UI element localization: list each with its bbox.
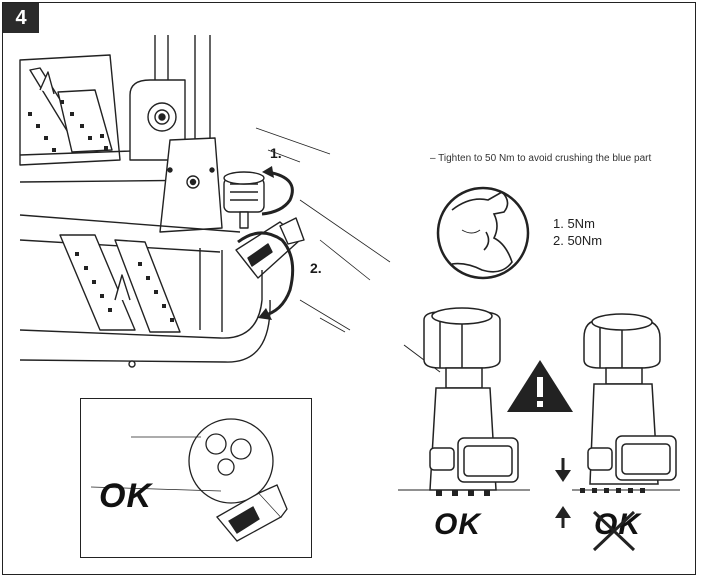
detail-inset: OK: [80, 398, 312, 558]
step-number-badge: 4: [3, 3, 39, 33]
ok-label-correct: OK: [434, 508, 481, 541]
ok-label-inset: OK: [99, 477, 152, 515]
callout-step-1: 1.: [270, 145, 282, 161]
torque-item-2: 2. 50Nm: [553, 233, 603, 248]
torque-item-1: 1. 5Nm: [553, 216, 595, 231]
tightening-instruction: – Tighten to 50 Nm to avoid crushing the…: [430, 153, 652, 164]
torque-list: 1. 5Nm 2. 50Nm: [553, 215, 602, 249]
detail-inset-illustration: [90, 418, 288, 542]
step-number: 4: [15, 6, 27, 29]
page-frame: [2, 2, 696, 575]
callout-step-2: 2.: [310, 260, 322, 276]
